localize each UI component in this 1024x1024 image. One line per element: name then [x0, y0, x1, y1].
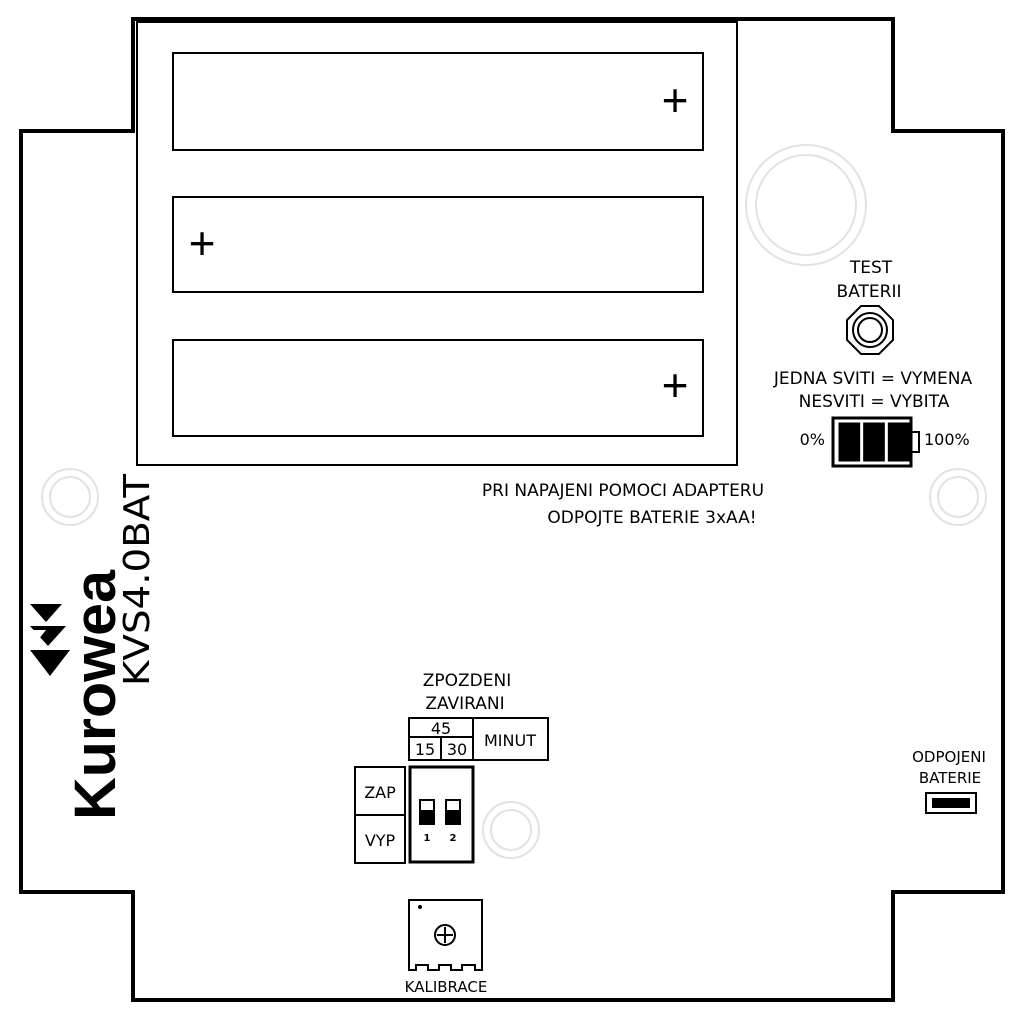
test-title-2: BATERII — [837, 282, 902, 302]
dip-switch-2[interactable] — [445, 799, 461, 825]
battery-slot-1 — [172, 52, 704, 151]
brand-wordmark: Kurowea — [63, 569, 128, 820]
battery-level-segment — [838, 422, 861, 462]
test-info-1: JEDNA SVITI = VYMENA — [773, 369, 973, 389]
battery-holder: + + + — [136, 21, 738, 466]
delay-option-30: 30 — [447, 740, 467, 759]
plus-mark-2: + — [189, 217, 216, 269]
test-title-1: TEST — [849, 258, 893, 278]
mounting-holes — [41, 144, 987, 859]
plus-mark-3: + — [662, 359, 689, 411]
test-button[interactable] — [846, 305, 894, 355]
disconnect-label-2: BATERIE — [919, 769, 981, 787]
adapter-warning-1: PRI NAPAJENI POMOCI ADAPTERU — [482, 481, 764, 501]
delay-option-15: 15 — [415, 740, 435, 759]
closing-delay: ZPOZDENI ZAVIRANI 45 15 30 MINUT ZAP VYP… — [354, 671, 549, 864]
dip-switch-1[interactable] — [419, 799, 435, 825]
delay-title-1: ZPOZDENI — [423, 671, 512, 691]
battery-disconnect: ODPOJENI BATERIE — [912, 748, 986, 814]
delay-unit: MINUT — [484, 731, 536, 750]
calibration: KALIBRACE — [405, 899, 488, 996]
calibration-label: KALIBRACE — [405, 978, 488, 996]
test-info-2: NESVITI = VYBITA — [799, 392, 950, 412]
disconnect-label-1: ODPOJENI — [912, 748, 986, 766]
dip-switch-1-number: 1 — [424, 833, 431, 844]
battery-level-segment — [887, 422, 910, 462]
battery-slot-2 — [172, 196, 704, 293]
battery-slot-3 — [172, 339, 704, 437]
disconnect-jumper[interactable] — [925, 792, 977, 814]
battery-min-label: 0% — [800, 430, 825, 449]
switch-off-label: VYP — [365, 831, 396, 850]
board-outline — [19, 17, 1005, 1002]
dip-switch[interactable]: 1 2 — [408, 765, 475, 864]
model-label: KVS4.0BAT — [117, 473, 158, 686]
adapter-warning-2: ODPOJTE BATERIE 3xAA! — [547, 508, 756, 528]
calibration-trimmer[interactable] — [408, 899, 483, 971]
battery-test: TEST BATERII JEDNA SVITI = VYMENA NESVIT… — [773, 258, 973, 468]
switch-on-label: ZAP — [364, 783, 396, 802]
battery-level-icon — [831, 416, 920, 468]
adapter-warning: PRI NAPAJENI POMOCI ADAPTERU ODPOJTE BAT… — [482, 481, 764, 528]
delay-title-2: ZAVIRANI — [425, 694, 504, 714]
battery-max-label: 100% — [924, 430, 970, 449]
dip-switch-2-number: 2 — [450, 833, 457, 844]
plus-mark-1: + — [662, 74, 689, 126]
brand-logo: Kurowea — [30, 569, 128, 820]
battery-level-segment — [863, 422, 885, 462]
delay-option-45: 45 — [431, 719, 451, 738]
